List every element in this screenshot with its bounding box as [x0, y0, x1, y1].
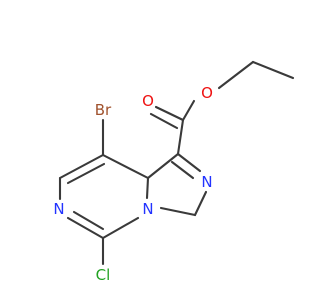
bond-n6-c5-b	[72, 210, 105, 231]
atom-o-ester: O	[201, 84, 213, 102]
bond-n4-c8a	[145, 176, 150, 200]
atom-labels: Br Cl N N N O O	[53, 84, 213, 284]
bond-c8-c7-a	[58, 153, 105, 180]
atom-n-ring6: N	[53, 200, 64, 218]
bond-carbonyl-c1	[176, 118, 185, 156]
bond-c8-c7-b	[66, 162, 106, 185]
bonds	[58, 60, 295, 266]
bond-n6-c5-a	[66, 216, 105, 240]
molecule-structure: Br Cl N N N O O	[53, 60, 295, 284]
structure-canvas: Br Cl N N N O O	[53, 60, 295, 284]
bond-c1-n2-b	[170, 160, 195, 180]
atom-n-ring5: N	[201, 173, 212, 191]
bond-c-o-double-b	[149, 112, 179, 130]
bond-ch2-o	[217, 60, 255, 90]
bond-n2-c3	[193, 190, 208, 217]
bond-c8a-c1	[146, 152, 180, 180]
bond-c5-n4	[101, 216, 140, 240]
atom-o-carbonyl: O	[142, 92, 154, 110]
bond-c1-n2-a	[176, 152, 202, 173]
atom-br: Br	[95, 101, 112, 119]
bond-c-o-double-a	[154, 105, 185, 122]
bond-ch3-ch2	[251, 60, 295, 80]
bond-o-carbonyl-c	[181, 99, 196, 122]
bond-c8a-c8	[101, 153, 150, 180]
bond-c3-n4	[159, 206, 197, 217]
atom-n-bridge: N	[142, 200, 153, 218]
atom-cl: Cl	[96, 266, 111, 284]
